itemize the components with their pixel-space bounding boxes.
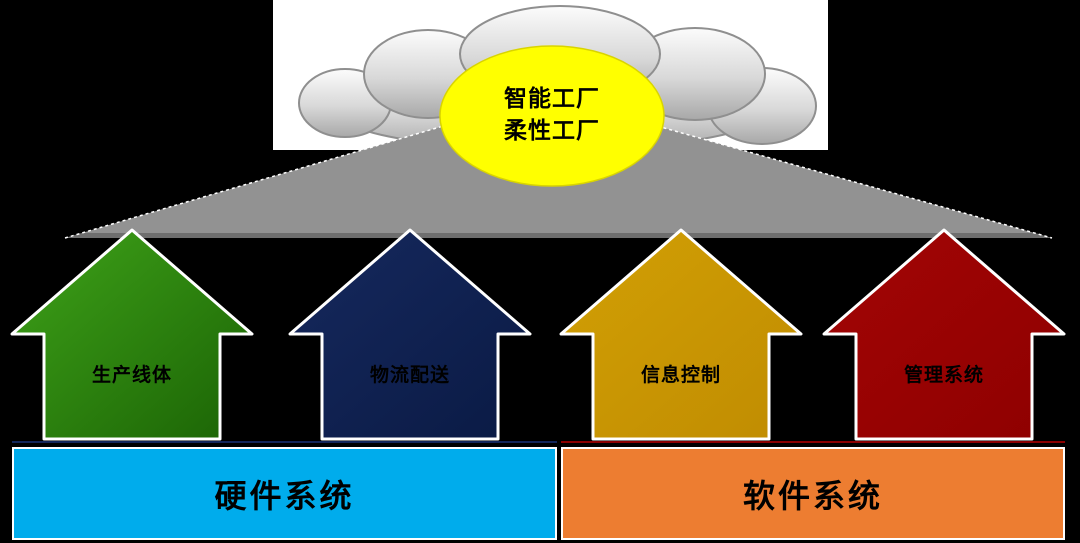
software-system-label: 软件系统 bbox=[742, 477, 883, 514]
hardware-system-bar: 硬件系统 bbox=[12, 447, 557, 540]
hardware-bar-accent-line bbox=[12, 441, 557, 443]
arrow-label-information-control: 信息控制 bbox=[640, 365, 721, 386]
software-system-bar: 软件系统 bbox=[561, 447, 1065, 540]
arrow-label-production-line: 生产线体 bbox=[91, 365, 172, 386]
funnel-base-shadow bbox=[65, 233, 1052, 238]
hardware-system-label: 硬件系统 bbox=[214, 477, 355, 514]
arrow-label-logistics: 物流配送 bbox=[369, 365, 450, 386]
factory-bubble bbox=[439, 45, 665, 187]
arrow-label-management-system: 管理系统 bbox=[903, 365, 984, 386]
arrow-information-control bbox=[559, 228, 803, 441]
arrow-management-system bbox=[822, 228, 1066, 441]
factory-bubble-line2: 柔性工厂 bbox=[504, 118, 600, 143]
factory-bubble-label: 智能工厂 柔性工厂 bbox=[442, 83, 662, 147]
factory-bubble-line1: 智能工厂 bbox=[504, 86, 600, 111]
software-bar-accent-line bbox=[561, 441, 1065, 443]
arrow-production-line bbox=[10, 228, 254, 441]
arrow-logistics bbox=[288, 228, 532, 441]
